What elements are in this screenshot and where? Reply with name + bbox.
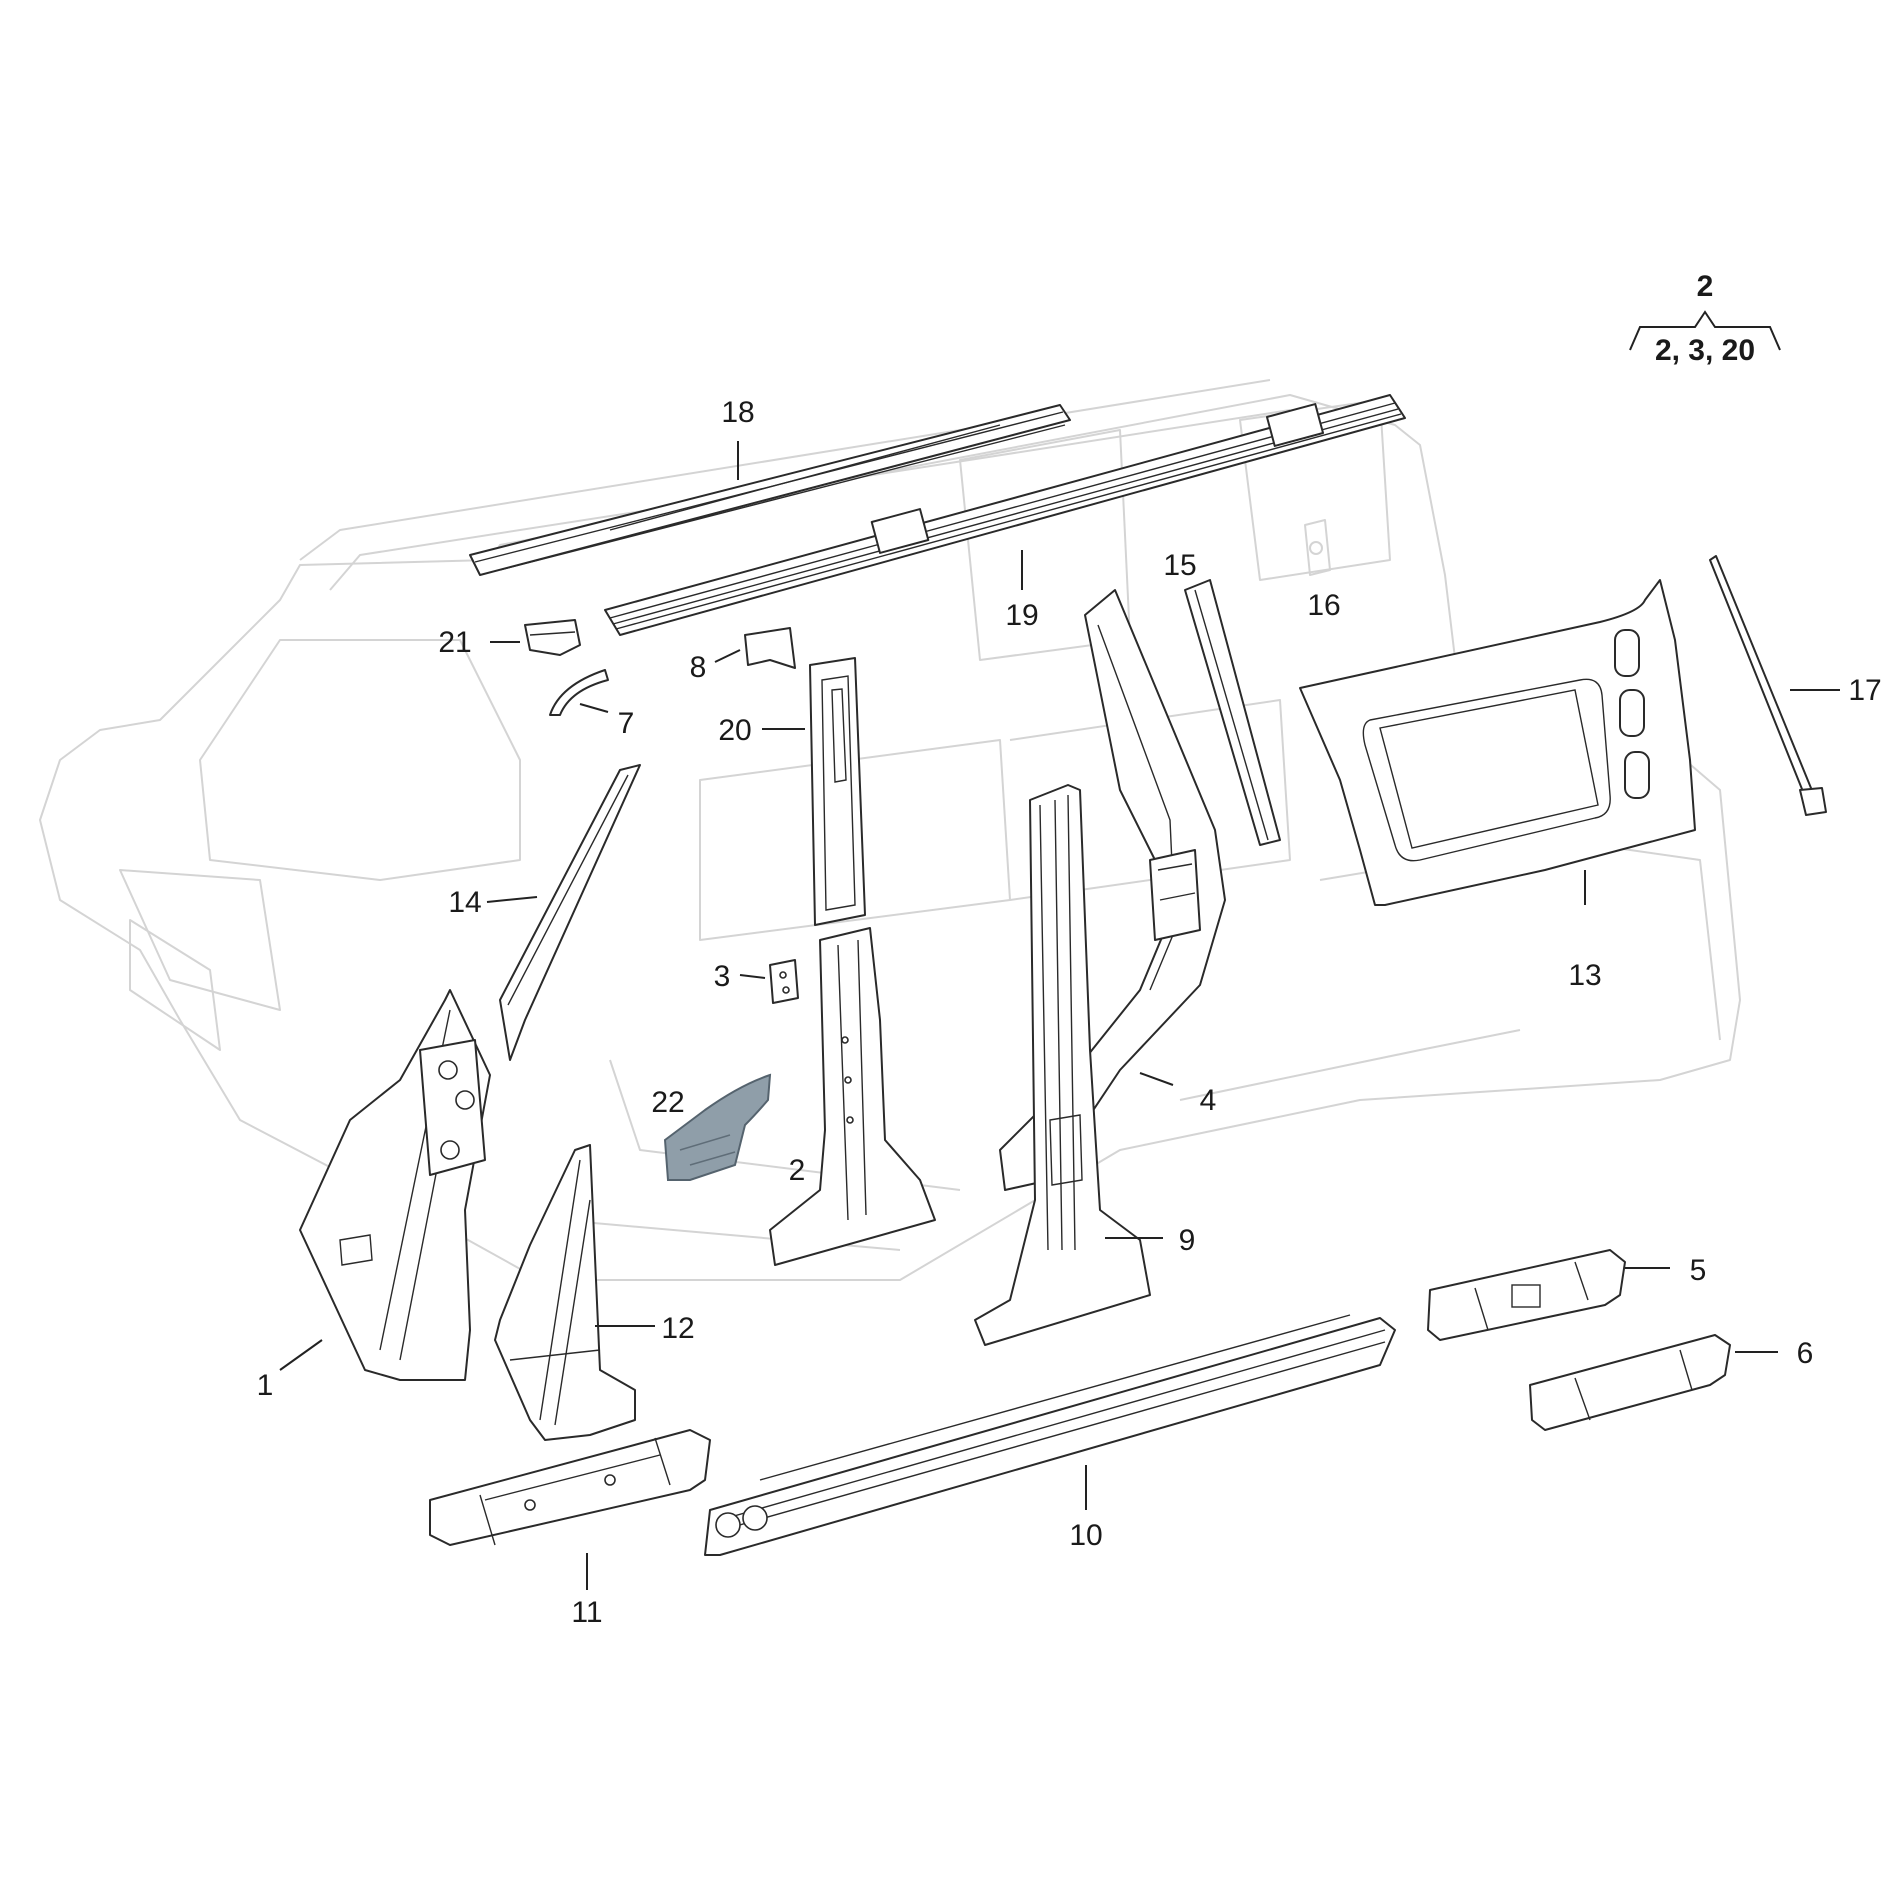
- part-5-rear-rocker: [1427, 1249, 1626, 1341]
- leader-14: [486, 896, 538, 903]
- part-14-a-pillar-strip: [499, 764, 641, 1061]
- callout-3: 3: [714, 960, 731, 993]
- callout-7: 7: [618, 707, 635, 740]
- part-11-front-rocker: [429, 1429, 711, 1546]
- callout-13: 13: [1568, 959, 1601, 992]
- part-7-curved-strip: [549, 669, 609, 716]
- callout-17: 17: [1848, 674, 1881, 707]
- legend-included-parts: 2, 3, 20: [1655, 334, 1755, 367]
- leader-7: [579, 703, 609, 713]
- part-10-rocker-sill: [704, 1314, 1396, 1556]
- callout-11: 11: [571, 1596, 602, 1629]
- callout-1: 1: [257, 1369, 274, 1402]
- callout-18: 18: [721, 396, 754, 429]
- callout-16: 16: [1307, 589, 1340, 622]
- leader-3: [739, 974, 766, 979]
- part-20-b-pillar-reinforcement: [809, 657, 866, 926]
- part-3-reinforcement-plate: [769, 959, 799, 1004]
- callout-22: 22: [651, 1086, 684, 1119]
- callout-4: 4: [1200, 1084, 1217, 1117]
- assembly-legend: 2 2, 3, 20: [1629, 270, 1781, 367]
- callout-12: 12: [661, 1312, 694, 1345]
- leader-4: [1139, 1072, 1174, 1086]
- part-22-wheel-arch-highlighted: [663, 1073, 772, 1181]
- callout-5: 5: [1690, 1254, 1707, 1287]
- callout-14: 14: [448, 886, 481, 919]
- leader-1: [279, 1339, 323, 1371]
- leader-lines: [279, 441, 1840, 1590]
- callout-20: 20: [718, 714, 751, 747]
- callout-8: 8: [690, 651, 707, 684]
- part-12-a-pillar-inner: [494, 1144, 636, 1441]
- leader-8: [714, 649, 741, 663]
- part-4-c-pillar-inner: [999, 589, 1226, 1191]
- part-8-plate: [744, 627, 796, 669]
- callout-9: 9: [1179, 1224, 1196, 1257]
- callout-15: 15: [1163, 549, 1196, 582]
- callout-6: 6: [1797, 1337, 1814, 1370]
- part-6-rear-rocker-closure: [1529, 1334, 1731, 1431]
- callout-2: 2: [789, 1154, 806, 1187]
- part-17-rear-trim-strip: [1709, 555, 1827, 816]
- part-21-bracket: [524, 619, 581, 656]
- callout-labels: 18 19 21 8 7 20 15 16 17 14 3 13 22 4 2 …: [257, 396, 1882, 1629]
- part-1-hinge-pillar: [299, 989, 491, 1381]
- callout-10: 10: [1069, 1519, 1102, 1552]
- part-18-roof-rail: [469, 404, 1071, 576]
- part-15-c-pillar-trim: [1184, 579, 1281, 846]
- callout-21: 21: [438, 626, 471, 659]
- part-2-b-pillar-lower: [769, 927, 936, 1266]
- legend-brace: [1629, 310, 1781, 351]
- part-16-clip: [1304, 519, 1331, 576]
- legend-assembly-number: 2: [1697, 270, 1714, 303]
- part-19-roof-rail-channel: [604, 394, 1406, 636]
- callout-19: 19: [1005, 599, 1038, 632]
- part-13-rear-side-panel: [1299, 579, 1696, 906]
- part-9-b-pillar-outer: [974, 784, 1151, 1346]
